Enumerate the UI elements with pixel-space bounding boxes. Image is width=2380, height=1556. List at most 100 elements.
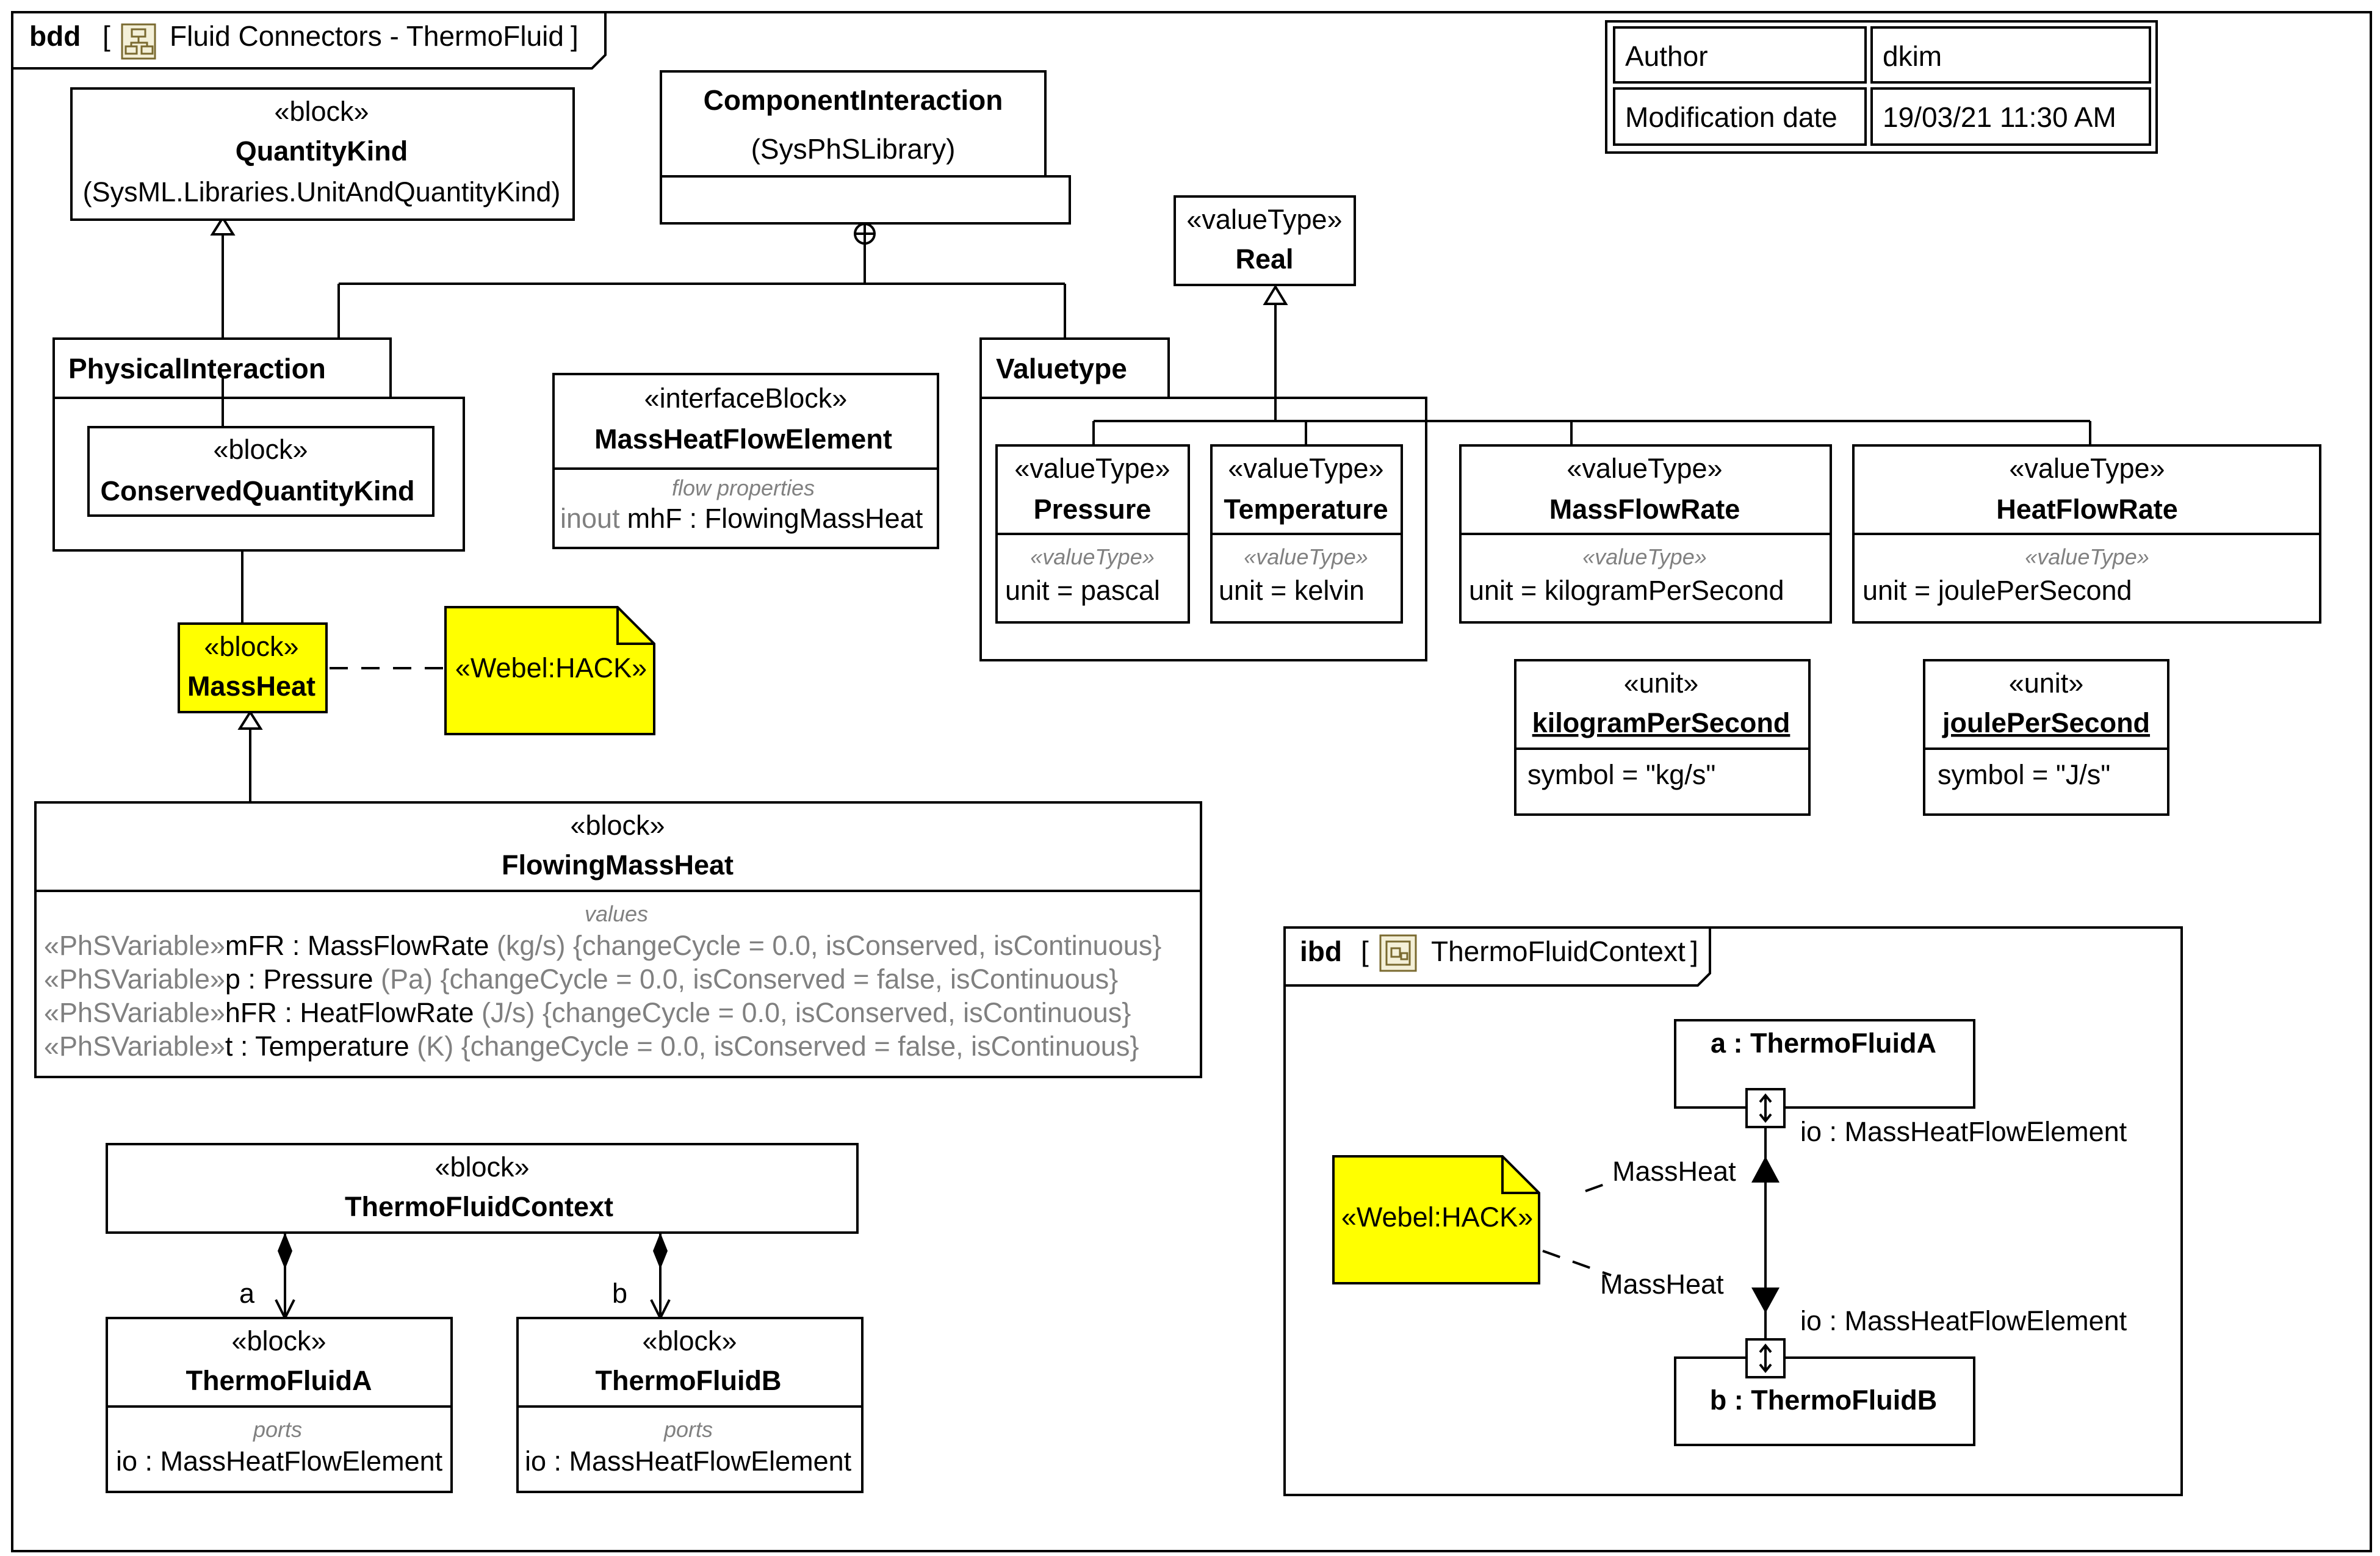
unit-attribute: unit = joulePerSecond — [1863, 575, 2132, 606]
composition-diamond — [653, 1233, 668, 1269]
owner-label: (SysPhSLibrary) — [751, 133, 956, 165]
interface-block-mass-heat-flow-element[interactable]: «interfaceBlock» MassHeatFlowElement flo… — [552, 373, 939, 549]
block-name: ThermoFluidContext — [345, 1191, 613, 1222]
note-text: «Webel:HACK» — [455, 652, 647, 683]
stereotype-label: «unit» — [2009, 668, 2084, 699]
part-name: b : ThermoFluidB — [1710, 1385, 1937, 1416]
block-thermo-fluid-context[interactable]: «block» ThermoFluidContext — [106, 1143, 859, 1234]
unit-name: joulePerSecond — [1942, 707, 2150, 738]
owner-label: (SysML.Libraries.UnitAndQuantityKind) — [83, 176, 561, 207]
valuetype-name: Real — [1235, 243, 1293, 275]
unit-attribute: unit = kilogramPerSecond — [1469, 575, 1784, 606]
frame-title: Fluid Connectors - ThermoFluid — [170, 20, 564, 52]
valuetype-pressure[interactable]: «valueType» Pressure «valueType» unit = … — [995, 444, 1190, 624]
stereotype-label: «block» — [231, 1325, 326, 1356]
generalization-arrow — [237, 710, 263, 730]
flow-arrow-up — [1751, 1156, 1780, 1183]
author-label: Author — [1625, 40, 1708, 72]
valuetype-heat-flow-rate[interactable]: «valueType» HeatFlowRate «valueType» uni… — [1852, 444, 2321, 624]
compartment-label: «valueType» — [2025, 544, 2149, 569]
compartment-label: flow properties — [672, 475, 815, 500]
ibd-kind: ibd — [1300, 935, 1342, 967]
unit-name: kilogramPerSecond — [1532, 707, 1790, 738]
relationship-markers: a b — [210, 215, 1288, 1321]
block-name: MassHeat — [187, 671, 316, 702]
value-property-row: «PhSVariable»t : Temperature (K) {change… — [44, 1031, 1139, 1062]
ibd-title: ThermoFluidContext — [1431, 935, 1686, 967]
compartment-label: ports — [663, 1417, 713, 1442]
block-thermo-fluid-b[interactable]: «block» ThermoFluidB ports io : MassHeat… — [516, 1317, 864, 1493]
value-property-row: «PhSVariable»p : Pressure (Pa) {changeCy… — [44, 963, 1118, 995]
port-b-io[interactable] — [1745, 1338, 1786, 1378]
port-a-label: io : MassHeatFlowElement — [1800, 1116, 2127, 1147]
block-name: ThermoFluidB — [596, 1365, 782, 1396]
package-name: PhysicalInteraction — [68, 353, 326, 384]
stereotype-label: «valueType» — [1186, 204, 1342, 235]
stereotype-label: «valueType» — [2009, 453, 2165, 484]
ibd-hack-note[interactable]: «Webel:HACK» — [1332, 1155, 1540, 1284]
compartment-label: values — [585, 901, 648, 926]
role-b-label: b — [612, 1278, 627, 1309]
stereotype-label: «unit» — [1624, 668, 1699, 699]
value-property-row: «PhSVariable»mFR : MassFlowRate (kg/s) {… — [44, 930, 1161, 961]
author-value: dkim — [1883, 40, 1942, 72]
port-a-io[interactable] — [1745, 1088, 1786, 1128]
valuetype-name: HeatFlowRate — [1996, 494, 2178, 525]
value-property-row: «PhSVariable»hFR : HeatFlowRate (J/s) {c… — [44, 997, 1131, 1028]
compartment-label: ports — [253, 1417, 302, 1442]
port-entry: io : MassHeatFlowElement — [116, 1446, 443, 1477]
valuetype-name: Temperature — [1224, 494, 1388, 525]
valuetype-name: Pressure — [1034, 494, 1152, 525]
part-b-thermo-fluid-b[interactable]: b : ThermoFluidB — [1674, 1356, 1975, 1446]
block-name: ConservedQuantityKind — [100, 475, 414, 506]
info-table: Author dkim Modification date 19/03/21 1… — [1605, 20, 2158, 154]
block-component-interaction[interactable]: ComponentInteraction (SysPhSLibrary) — [660, 70, 1071, 225]
part-a-thermo-fluid-a[interactable]: a : ThermoFluidA — [1674, 1019, 1975, 1109]
block-flowing-mass-heat[interactable]: «block» FlowingMassHeat values «PhSVaria… — [34, 801, 1202, 1078]
flow-label-top: MassHeat — [1612, 1156, 1736, 1187]
stereotype-label: «block» — [642, 1325, 737, 1356]
stereotype-label: «block» — [435, 1151, 529, 1183]
generalization-arrow — [210, 215, 236, 236]
unit-kilogram-per-second[interactable]: «unit» kilogramPerSecond symbol = "kg/s" — [1514, 659, 1811, 816]
frame-kind: bdd — [29, 20, 81, 52]
block-conserved-quantity-kind[interactable]: «block» ConservedQuantityKind — [87, 426, 435, 517]
flow-label-bottom: MassHeat — [1600, 1269, 1724, 1300]
stereotype-label: «interfaceBlock» — [644, 383, 848, 414]
stereotype-label: «valueType» — [1567, 453, 1722, 484]
block-name: ComponentInteraction — [704, 84, 1003, 116]
unit-joule-per-second[interactable]: «unit» joulePerSecond symbol = "J/s" — [1923, 659, 2169, 816]
valuetype-name: MassFlowRate — [1549, 494, 1740, 525]
ibd-frame[interactable]: ibd [ ThermoFluidContext ] — [1283, 926, 2183, 1496]
hack-note[interactable]: «Webel:HACK» — [444, 606, 655, 735]
stereotype-label: «block» — [274, 96, 369, 127]
block-thermo-fluid-a[interactable]: «block» ThermoFluidA ports io : MassHeat… — [106, 1317, 453, 1493]
valuetype-real[interactable]: «valueType» Real — [1174, 195, 1356, 286]
block-quantity-kind[interactable]: «block» QuantityKind (SysML.Libraries.Un… — [70, 87, 575, 221]
block-name: MassHeatFlowElement — [594, 423, 892, 455]
part-name: a : ThermoFluidA — [1711, 1028, 1936, 1059]
svg-text:[: [ — [103, 20, 110, 52]
modification-date-value: 19/03/21 11:30 AM — [1883, 101, 2116, 133]
note-text: «Webel:HACK» — [1341, 1201, 1533, 1233]
ibd-diagram-icon — [1379, 934, 1417, 972]
compartment-label: «valueType» — [1244, 544, 1368, 569]
stereotype-label: «valueType» — [1014, 453, 1170, 484]
valuetype-mass-flow-rate[interactable]: «valueType» MassFlowRate «valueType» uni… — [1459, 444, 1832, 624]
bdd-frame: bdd [ Fluid Connectors - ThermoFluid ] — [11, 11, 2372, 1552]
unit-attribute: unit = pascal — [1005, 575, 1160, 606]
modification-date-label: Modification date — [1625, 101, 1837, 133]
block-name: QuantityKind — [236, 135, 408, 167]
stereotype-label: «block» — [570, 810, 665, 841]
stereotype-label: «valueType» — [1228, 453, 1383, 484]
svg-text:]: ] — [1690, 935, 1698, 967]
compartment-label: «valueType» — [1030, 544, 1154, 569]
unit-attribute: unit = kelvin — [1219, 575, 1365, 606]
role-a-label: a — [239, 1278, 255, 1309]
valuetype-temperature[interactable]: «valueType» Temperature «valueType» unit… — [1210, 444, 1403, 624]
block-mass-heat[interactable]: «block» MassHeat — [178, 622, 328, 713]
block-name: ThermoFluidA — [186, 1365, 372, 1396]
symbol-attribute: symbol = "J/s" — [1938, 759, 2110, 790]
svg-text:]: ] — [571, 20, 579, 52]
package-name: Valuetype — [996, 353, 1127, 384]
